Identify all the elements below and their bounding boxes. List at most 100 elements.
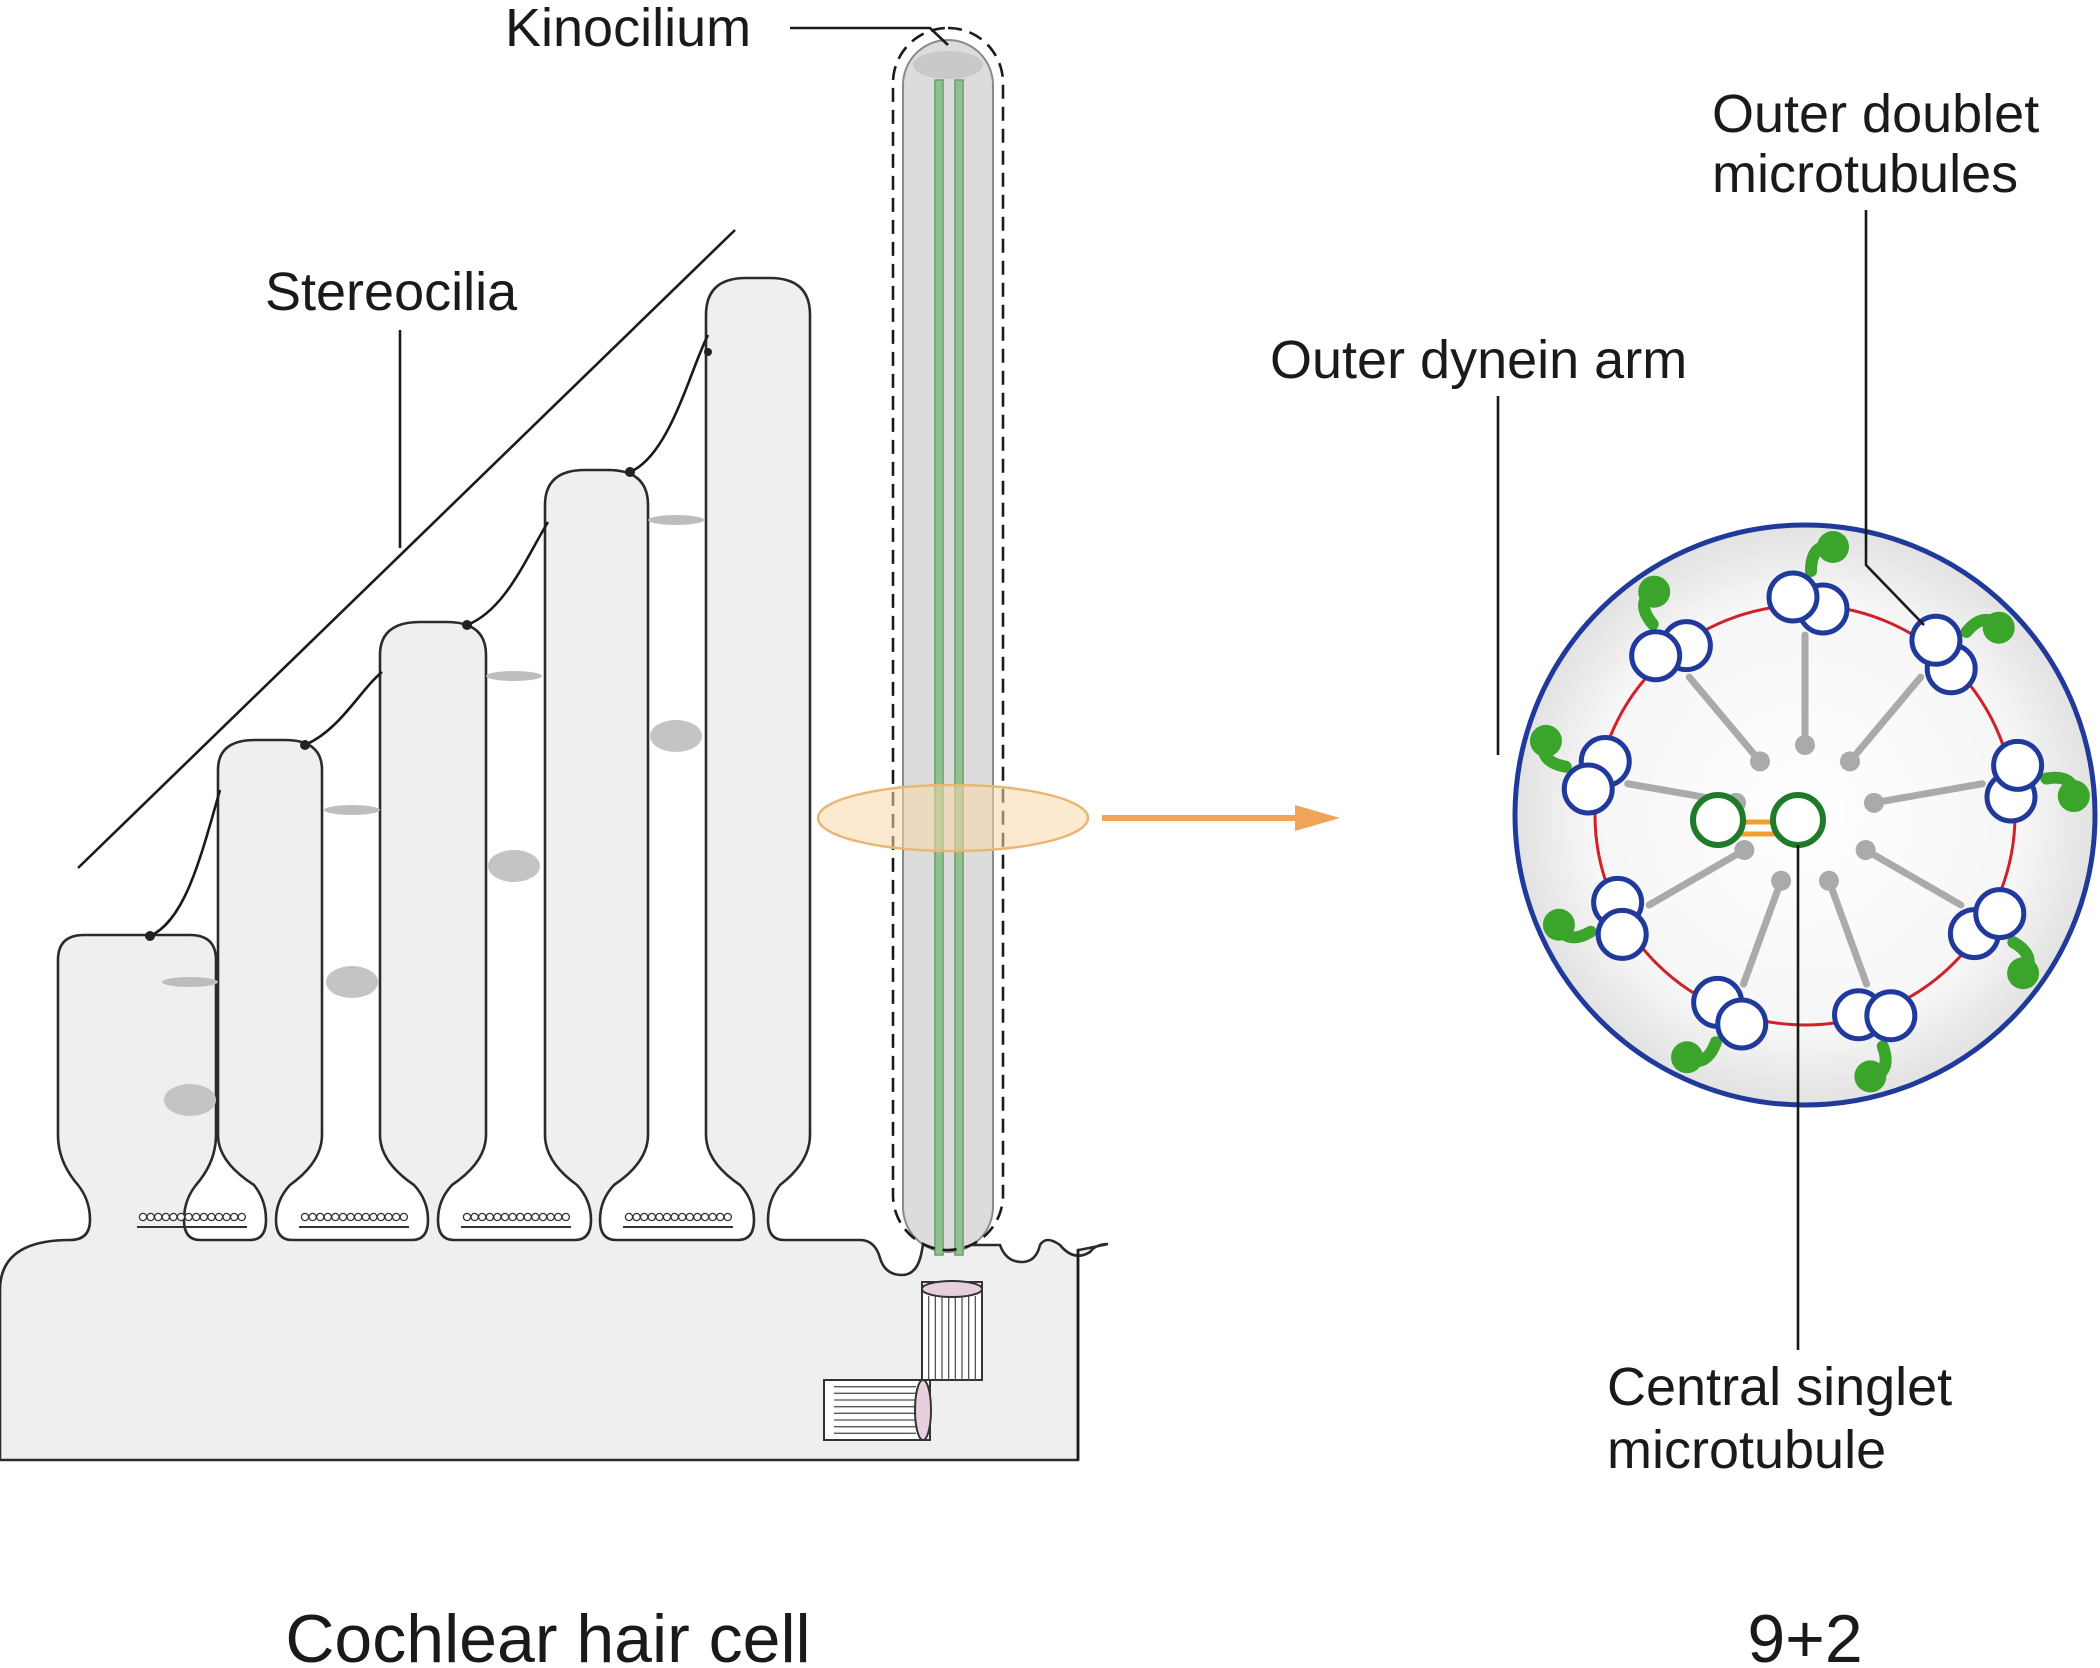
ankle-link [650,720,702,752]
central-singlet-label-line1: Central singlet [1607,1357,1952,1417]
ankle-link-bead [384,1212,393,1222]
ankle-link-bead [538,1212,548,1222]
kinocilium-label: Kinocilium [505,0,751,58]
ankle-link-bead [300,1212,310,1222]
ankle-link-bead [531,1212,540,1222]
ankle-link-bead [700,1212,710,1222]
radial-spoke [1825,877,1871,988]
axoneme-cross-section [1512,522,2098,1108]
ankle-link-bead [308,1212,317,1222]
ankle-link-bead [723,1212,733,1222]
stereocilia-bracket-line [77,229,736,869]
ankle-link-bead [500,1212,510,1222]
ankle-link-bead [708,1212,717,1222]
ankle-link-bead [199,1212,209,1222]
ankle-link-bead [508,1212,517,1222]
ankle-chain [137,1212,247,1228]
ankle-link-bead [353,1212,363,1222]
ankle-link-bead [161,1212,171,1222]
ankle-link-bead [493,1212,502,1222]
outer-doublets [1561,570,2045,1051]
cochlear-hair-cell [0,26,1109,1462]
ankle-link-bead [399,1212,409,1222]
ankle-link-bead [184,1212,193,1222]
ankle-link-bead [207,1212,216,1222]
dynein-arm-tail [1537,727,1572,773]
hair-cell-body [0,276,1109,1462]
doublet-b-tubule [1991,738,2045,792]
dynein-arm-tail [1960,613,2011,639]
radial-spoke-head [1771,870,1792,891]
radial-spoke-head [1734,840,1755,860]
doublet-b-tubule [1909,613,1963,667]
tip-link [149,789,222,938]
ankle-link-bead [361,1212,371,1222]
ankle-chain [299,1212,409,1228]
central-singlet-microtubule [1690,792,1746,848]
dynein-arm-tail [1805,539,1847,577]
outer-doublet-label-line1: Outer doublet [1712,84,2039,144]
ankle-link-bead [561,1212,571,1222]
tip-link-density [625,467,635,477]
caption-cochlear-hair-cell: Cochlear hair cell [285,1601,810,1668]
kinocilium-tip [913,51,983,79]
ankle-link-bead [346,1212,355,1222]
tip-link [304,670,383,747]
ankle-link-bead [624,1212,634,1222]
basal-body-cylinder [921,1281,983,1381]
ankle-link-bead [553,1212,563,1222]
radial-spoke [1862,846,1965,909]
ankle-link-bead [693,1212,702,1222]
doublet-b-tubule [1864,989,1918,1043]
doublet-b-tubule [1973,887,2027,941]
kinocilium-microtubule [934,79,944,1256]
ankle-link-bead [315,1212,325,1222]
doublet-b-tubule [1595,907,1649,961]
ankle-link [488,850,540,882]
ankle-link-bead [670,1212,679,1222]
ankle-link-bead [546,1212,555,1222]
ankle-link-bead [462,1212,472,1222]
ankle-link-bead [229,1212,239,1222]
ankle-link-bead [237,1212,247,1222]
radial-spoke [1645,846,1748,909]
dynein-arm-tail [2040,771,2082,810]
ankle-link-bead [632,1212,641,1222]
doublet-b-tubule [1715,997,1769,1051]
ankle-link-bead [338,1212,348,1222]
tip-link-density [462,620,472,630]
ankle-link-bead [655,1212,664,1222]
kinocilium-dashed-outline [891,26,1005,1252]
outer-doublet-label-line2: microtubules [1712,144,2018,204]
radial-spoke [1870,780,1986,807]
basal-body [921,1280,983,1381]
radial-spoke-head [1863,792,1884,813]
tip-link-density [704,348,712,356]
arrow-head [1295,805,1340,831]
ankle-link-bead [677,1212,687,1222]
ankle-link-bead [662,1212,672,1222]
dynein-arm-tail [1673,1036,1722,1068]
basal-body-end [921,1280,983,1298]
ankle-chain [623,1212,733,1228]
side-link [162,977,218,987]
ankle-link-bead [685,1212,695,1222]
ankle-link-bead [515,1212,525,1222]
tip-link [466,521,550,627]
tip-link [629,334,710,474]
side-link [648,515,704,525]
radial-spoke [1739,877,1785,988]
ankle-link-bead [470,1212,479,1222]
kinocilium-microtubule [954,79,964,1256]
dynein-arm-tail [2007,936,2035,987]
ankle-link-bead [153,1212,163,1222]
radial-spoke-head [1855,840,1876,860]
cross-section-highlight [816,783,1090,853]
outer-dynein-arm-label: Outer dynein arm [1270,330,1687,390]
side-link [324,805,380,815]
arrow [1102,805,1340,831]
basal-body-cylinder [823,1379,931,1441]
kinocilium-shaft [902,39,994,1253]
dynein-arm-tail [1548,911,1597,944]
